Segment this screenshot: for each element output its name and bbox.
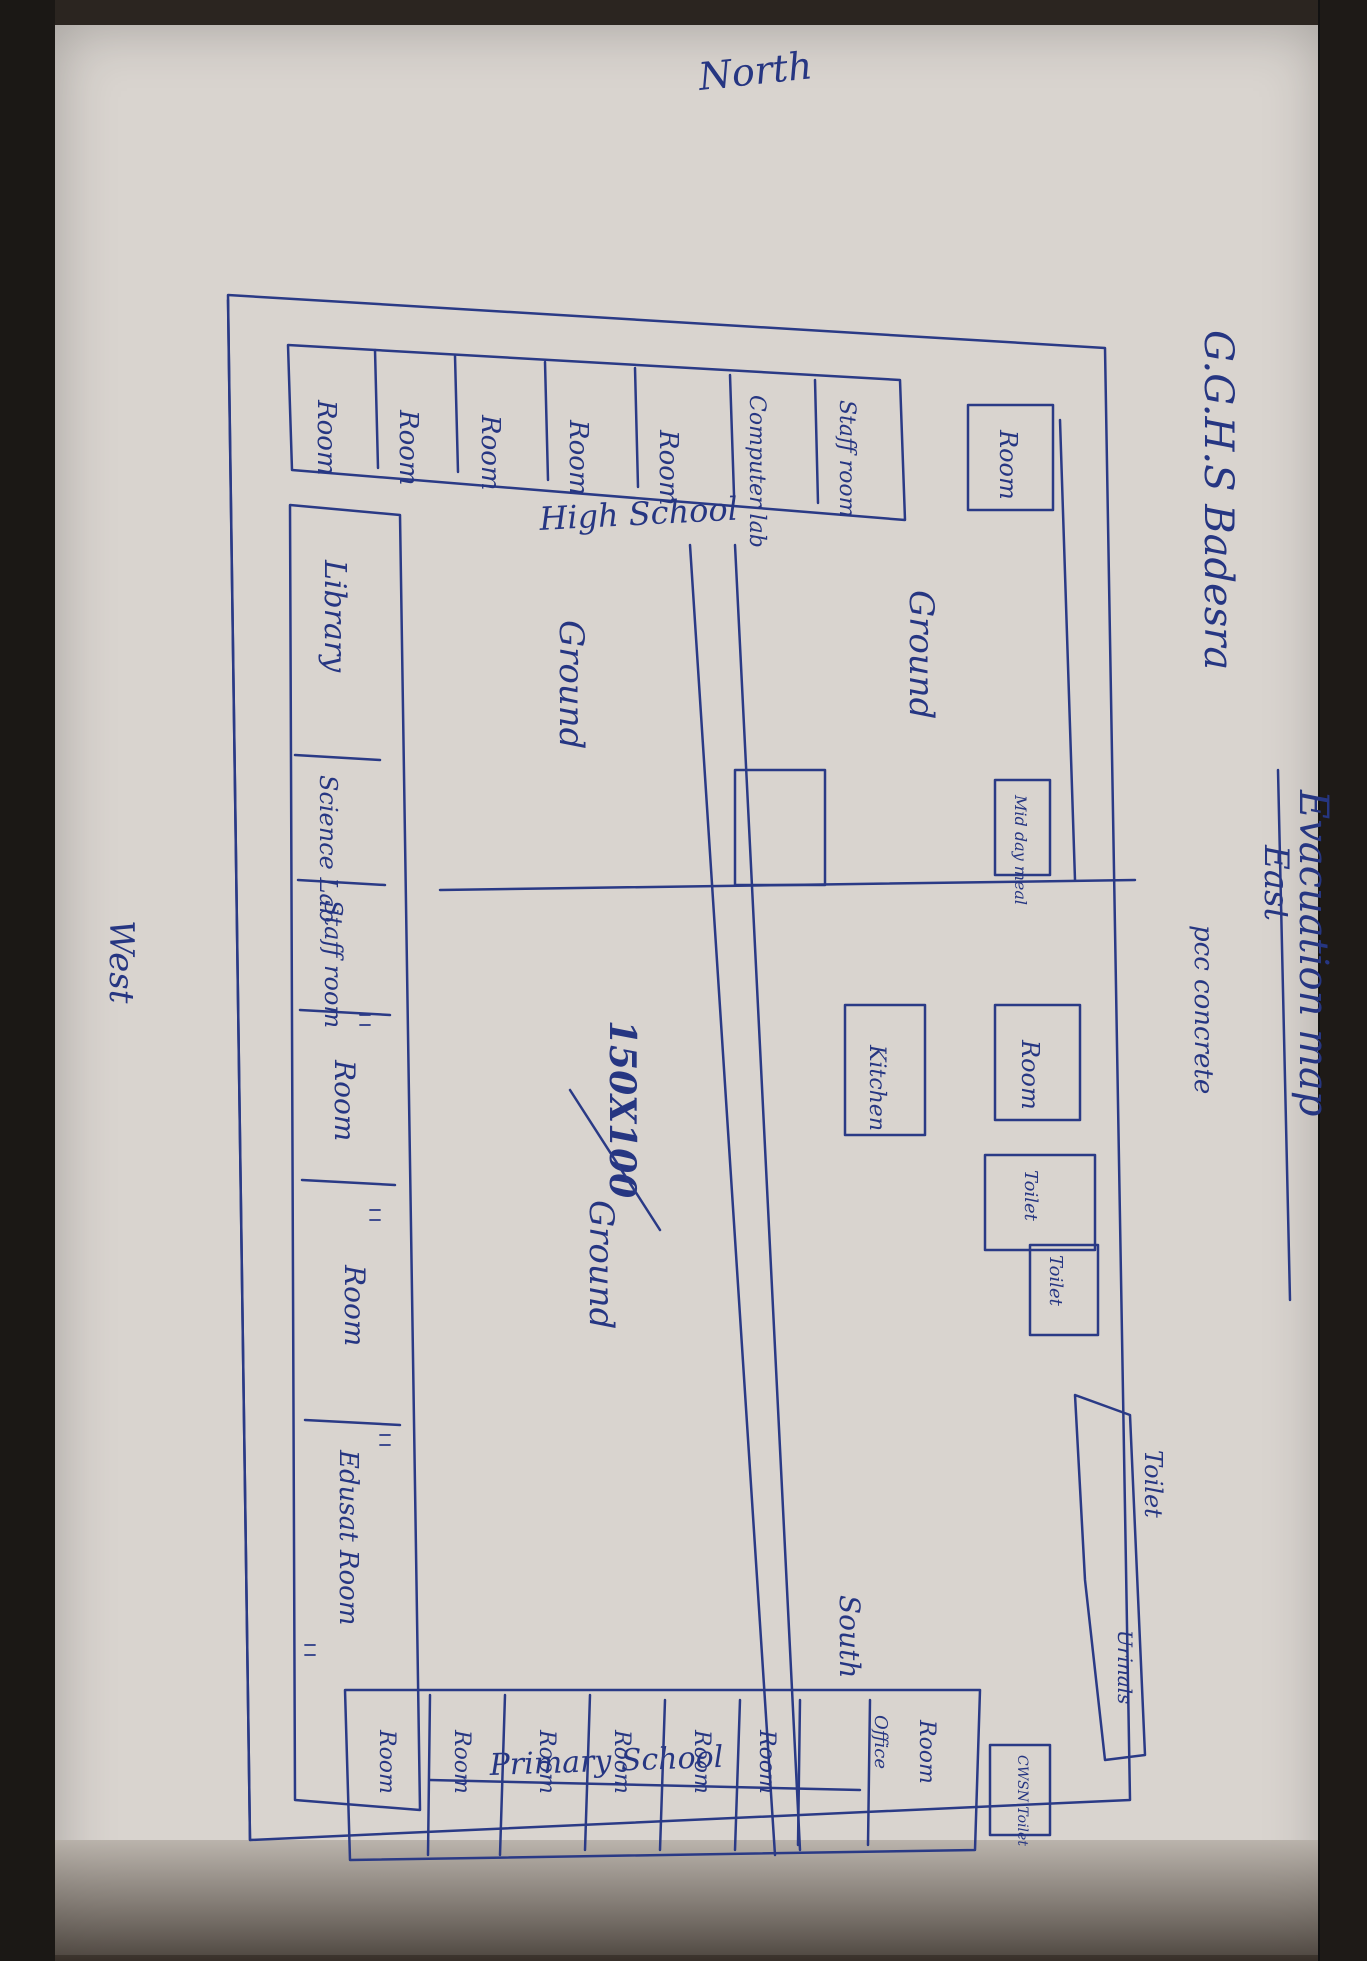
urinals-label: Urinals bbox=[1113, 1630, 1137, 1704]
mid-day-meal-room: Mid day meal bbox=[993, 778, 1052, 905]
north-room-1: Room bbox=[311, 399, 341, 476]
south-room-6: Room bbox=[754, 1729, 779, 1794]
west-room-2-label: Room bbox=[338, 1264, 371, 1346]
north-room-5: Room bbox=[653, 429, 683, 506]
kitchen-label: Kitchen bbox=[864, 1044, 889, 1131]
high-school-label: High School bbox=[537, 490, 738, 538]
office-label: Office bbox=[870, 1715, 891, 1769]
south-room-3: Room bbox=[534, 1729, 559, 1794]
ground-lower-label: Ground bbox=[581, 1200, 621, 1329]
compass-south: South bbox=[833, 1595, 866, 1678]
store-box bbox=[733, 768, 827, 887]
north-east-room: Room bbox=[966, 403, 1055, 512]
north-computer-lab: Computer lab bbox=[744, 395, 769, 548]
door-ticks bbox=[304, 1014, 391, 1656]
north-east-room-label: Room bbox=[994, 429, 1022, 500]
ground-middle-label: Ground bbox=[901, 590, 941, 719]
right-dark-edge bbox=[1318, 0, 1367, 1961]
boundary-note: pcc concrete bbox=[1188, 925, 1218, 1094]
mid-day-meal-label: Mid day meal bbox=[1011, 794, 1030, 905]
toilet-2-label: Toilet bbox=[1045, 1255, 1066, 1307]
compass-west: West bbox=[101, 920, 141, 1004]
south-room-1: Room bbox=[374, 1729, 399, 1794]
edusat-room-label: Edusat Room bbox=[333, 1449, 363, 1625]
north-room-4: Room bbox=[563, 419, 593, 496]
ground-dividers bbox=[428, 418, 1137, 1857]
west-room-row: Library Science Lab Staff room Room Room… bbox=[288, 503, 422, 1812]
bottom-shadow bbox=[0, 1840, 1367, 1961]
north-room-row: Room Room Room Room Room Computer lab St… bbox=[286, 343, 907, 548]
north-staff-room: Staff room bbox=[834, 400, 859, 517]
heading-underline bbox=[1276, 768, 1292, 1302]
ground-upper-label: Ground bbox=[551, 620, 591, 749]
map-title: G.G.H.S Badesra bbox=[1195, 330, 1241, 670]
cwsn-toilet-label: CWSN Toilet bbox=[1014, 1755, 1030, 1846]
compass-north: North bbox=[695, 43, 814, 99]
south-room-row: Room Room Room Room Room Room Room Offic… bbox=[343, 1688, 1052, 1862]
north-room-2: Room bbox=[393, 409, 423, 486]
east-items: Room Kitchen Toilet Toilet Toilet Urinal… bbox=[843, 1003, 1167, 1762]
south-room-2: Room bbox=[449, 1729, 474, 1794]
south-room-5: Room bbox=[689, 1729, 714, 1794]
compass-east: East bbox=[1256, 844, 1296, 922]
west-room-1-label: Room bbox=[328, 1059, 361, 1141]
paper-background bbox=[55, 25, 1325, 1955]
dimension-underline bbox=[568, 1088, 662, 1232]
west-staff-room-label: Staff room bbox=[319, 900, 347, 1028]
east-room-label: Room bbox=[1016, 1039, 1044, 1110]
south-room-4: Room bbox=[609, 1729, 634, 1794]
toilet-3-label: Toilet bbox=[1139, 1450, 1167, 1518]
science-lab-label: Science Lab bbox=[314, 775, 342, 923]
toilet-1-label: Toilet bbox=[1020, 1170, 1041, 1222]
south-room-7: Room bbox=[914, 1719, 939, 1784]
left-dark-edge bbox=[0, 0, 55, 1961]
north-room-3: Room bbox=[475, 414, 505, 491]
library-label: Library bbox=[317, 559, 352, 673]
primary-school-label: Primary School bbox=[488, 1740, 724, 1783]
ground-dimensions-label: 150X100 bbox=[601, 1020, 643, 1198]
map-heading: Evacuation map bbox=[1290, 789, 1336, 1116]
outer-boundary bbox=[226, 293, 1132, 1842]
